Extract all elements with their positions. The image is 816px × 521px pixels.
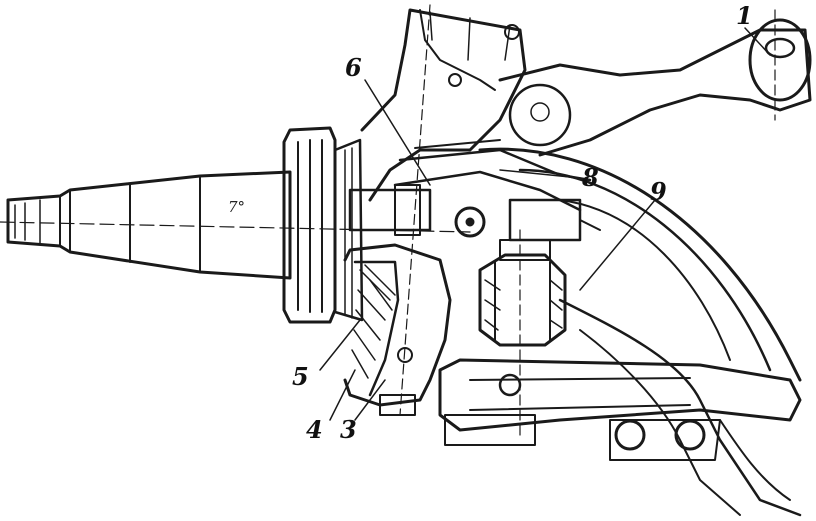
lower-arm [438, 358, 802, 461]
ball-joint [478, 229, 567, 441]
steering-arm [498, 9, 812, 157]
callout-8: 8 [581, 163, 599, 192]
callout-3: 3 [340, 415, 357, 444]
leader-lines [319, 27, 771, 421]
callout-4: 4 [306, 415, 323, 444]
callout-1: 1 [736, 1, 753, 30]
curved-frame [478, 147, 802, 517]
knuckle-body [360, 4, 527, 416]
callout-6: 6 [345, 53, 362, 82]
lower-knuckle [343, 243, 452, 416]
spindle [0, 170, 471, 280]
spindle-angle-mark: 7° [228, 198, 245, 216]
callout-5: 5 [292, 362, 309, 391]
kingpin-bolt [348, 184, 601, 242]
callout-9: 9 [650, 177, 667, 206]
